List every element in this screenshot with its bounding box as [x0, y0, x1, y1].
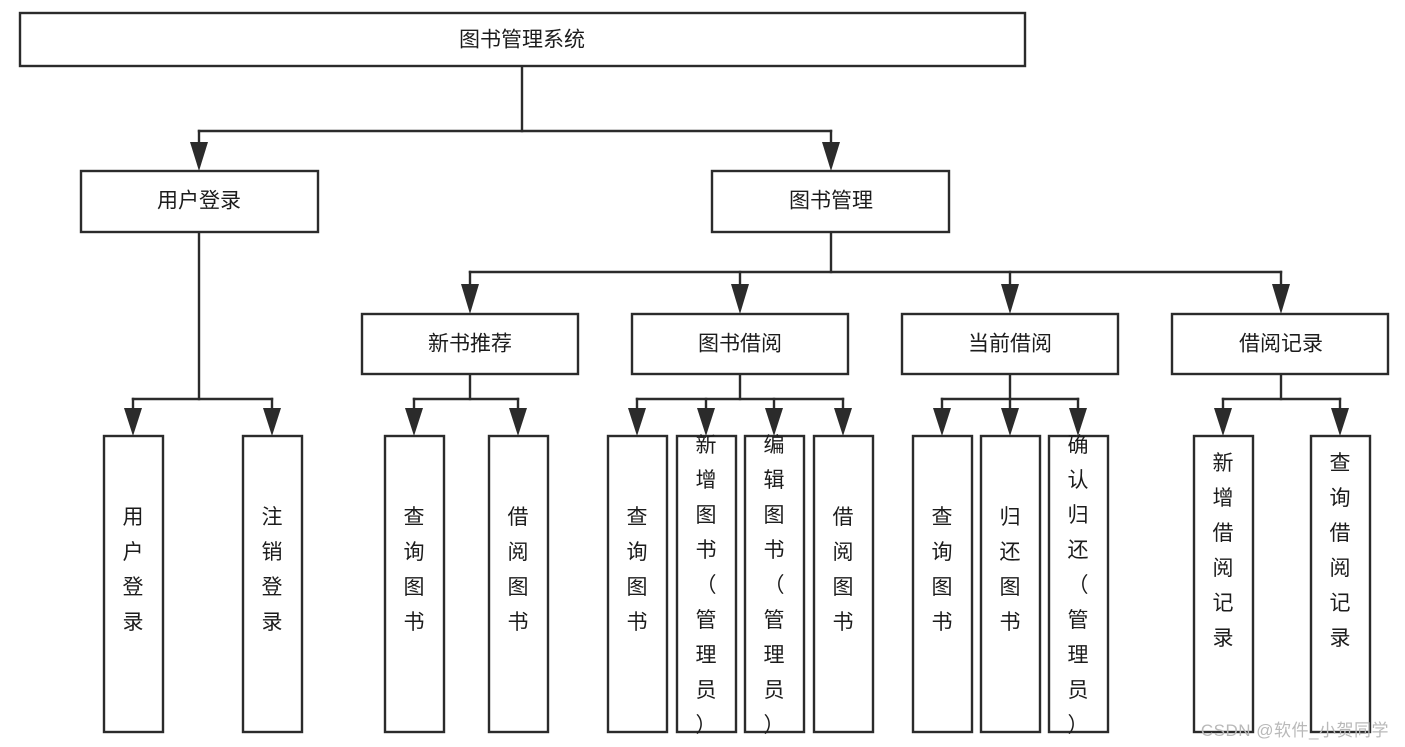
connector-group-borrow-record — [1214, 372, 1349, 436]
arrow-head-leaf-query-book-2 — [628, 408, 646, 436]
connector-group-book-management — [461, 230, 1290, 314]
node-label-leaf-return-book: 归还图书 — [1000, 506, 1021, 634]
node-box-leaf-confirm-return[interactable] — [1047, 434, 1110, 734]
node-leaf-user-login[interactable]: 用户登录 — [102, 434, 165, 734]
node-book-borrow[interactable]: 图书借阅 — [630, 312, 850, 376]
node-label-current-borrow: 当前借阅 — [968, 333, 1052, 356]
node-leaf-query-book-1[interactable]: 查询图书 — [383, 434, 446, 734]
node-box-root[interactable] — [18, 11, 1027, 68]
arrow-head-leaf-query-record — [1331, 408, 1349, 436]
node-leaf-query-record[interactable]: 查询借阅记录 — [1309, 434, 1372, 734]
node-label-leaf-confirm-return: 确认归还（管理员） — [1068, 434, 1089, 737]
connector-group-new-book-recommend — [405, 372, 527, 436]
arrow-head-user-login — [190, 142, 208, 171]
node-box-leaf-edit-book[interactable] — [743, 434, 806, 734]
node-box-book-borrow[interactable] — [630, 312, 850, 376]
connector-group-book-borrow — [628, 372, 852, 436]
arrow-head-current-borrow — [1001, 284, 1019, 314]
arrow-head-leaf-borrow-book-2 — [834, 408, 852, 436]
node-box-user-login[interactable] — [79, 169, 320, 234]
node-box-leaf-add-record[interactable] — [1192, 434, 1255, 734]
arrow-head-leaf-query-book-3 — [933, 408, 951, 436]
arrow-head-leaf-edit-book — [765, 408, 783, 436]
arrow-head-leaf-borrow-book-1 — [509, 408, 527, 436]
node-box-current-borrow[interactable] — [900, 312, 1120, 376]
arrow-head-leaf-return-book — [1001, 408, 1019, 436]
node-label-leaf-edit-book: 编辑图书（管理员） — [764, 434, 785, 737]
node-label-leaf-query-book-3: 查询图书 — [932, 506, 953, 634]
node-box-leaf-borrow-book-1[interactable] — [487, 434, 550, 734]
node-box-leaf-user-login[interactable] — [102, 434, 165, 734]
arrow-head-leaf-confirm-return — [1069, 408, 1087, 436]
connector-group-root — [190, 64, 840, 171]
node-borrow-record[interactable]: 借阅记录 — [1170, 312, 1390, 376]
connector-group-user-login — [124, 230, 281, 436]
node-label-leaf-add-book: 新增图书（管理员） — [696, 434, 717, 737]
node-box-leaf-return-book[interactable] — [979, 434, 1042, 734]
arrow-head-leaf-add-record — [1214, 408, 1232, 436]
node-label-new-book-recommend: 新书推荐 — [428, 333, 512, 356]
arrow-head-book-borrow — [731, 284, 749, 314]
node-box-leaf-query-book-3[interactable] — [911, 434, 974, 734]
node-label-book-management: 图书管理 — [789, 190, 873, 213]
node-leaf-borrow-book-1[interactable]: 借阅图书 — [487, 434, 550, 734]
node-box-leaf-add-book[interactable] — [675, 434, 738, 734]
node-label-leaf-borrow-book-2: 借阅图书 — [833, 506, 854, 634]
node-leaf-query-book-2[interactable]: 查询图书 — [606, 434, 669, 734]
arrow-head-leaf-logout — [263, 408, 281, 436]
node-label-leaf-borrow-book-1: 借阅图书 — [508, 506, 529, 634]
arrow-head-leaf-user-login — [124, 408, 142, 436]
connector-group-current-borrow — [933, 372, 1087, 436]
node-label-user-login: 用户登录 — [157, 190, 241, 213]
arrow-head-borrow-record — [1272, 284, 1290, 314]
node-leaf-query-book-3[interactable]: 查询图书 — [911, 434, 974, 734]
node-leaf-return-book[interactable]: 归还图书 — [979, 434, 1042, 734]
node-box-new-book-recommend[interactable] — [360, 312, 580, 376]
node-leaf-borrow-book-2[interactable]: 借阅图书 — [812, 434, 875, 734]
node-book-management[interactable]: 图书管理 — [710, 169, 951, 234]
node-user-login[interactable]: 用户登录 — [79, 169, 320, 234]
node-label-leaf-query-book-2: 查询图书 — [627, 506, 648, 634]
node-label-book-borrow: 图书借阅 — [698, 333, 782, 356]
node-label-leaf-logout: 注销登录 — [262, 506, 283, 634]
node-label-borrow-record: 借阅记录 — [1239, 333, 1323, 356]
node-leaf-add-record[interactable]: 新增借阅记录 — [1192, 434, 1255, 734]
node-label-leaf-query-record: 查询借阅记录 — [1330, 452, 1351, 650]
node-leaf-logout[interactable]: 注销登录 — [241, 434, 304, 734]
node-box-book-management[interactable] — [710, 169, 951, 234]
node-box-leaf-query-book-2[interactable] — [606, 434, 669, 734]
node-leaf-confirm-return[interactable]: 确认归还（管理员） — [1047, 434, 1110, 737]
arrow-head-leaf-add-book — [697, 408, 715, 436]
node-new-book-recommend[interactable]: 新书推荐 — [360, 312, 580, 376]
node-leaf-edit-book[interactable]: 编辑图书（管理员） — [743, 434, 806, 737]
node-label-leaf-user-login: 用户登录 — [123, 506, 144, 634]
arrow-head-book-management — [822, 142, 840, 171]
node-leaf-add-book[interactable]: 新增图书（管理员） — [675, 434, 738, 737]
node-box-leaf-logout[interactable] — [241, 434, 304, 734]
node-label-leaf-add-record: 新增借阅记录 — [1213, 452, 1234, 650]
node-box-leaf-query-book-1[interactable] — [383, 434, 446, 734]
node-box-borrow-record[interactable] — [1170, 312, 1390, 376]
node-box-leaf-query-record[interactable] — [1309, 434, 1372, 734]
node-label-leaf-query-book-1: 查询图书 — [404, 506, 425, 634]
arrow-head-new-book-recommend — [461, 284, 479, 314]
arrow-head-leaf-query-book-1 — [405, 408, 423, 436]
node-label-root: 图书管理系统 — [459, 29, 585, 52]
node-current-borrow[interactable]: 当前借阅 — [900, 312, 1120, 376]
node-box-leaf-borrow-book-2[interactable] — [812, 434, 875, 734]
node-root-book-management-system[interactable]: 图书管理系统 — [18, 11, 1027, 68]
